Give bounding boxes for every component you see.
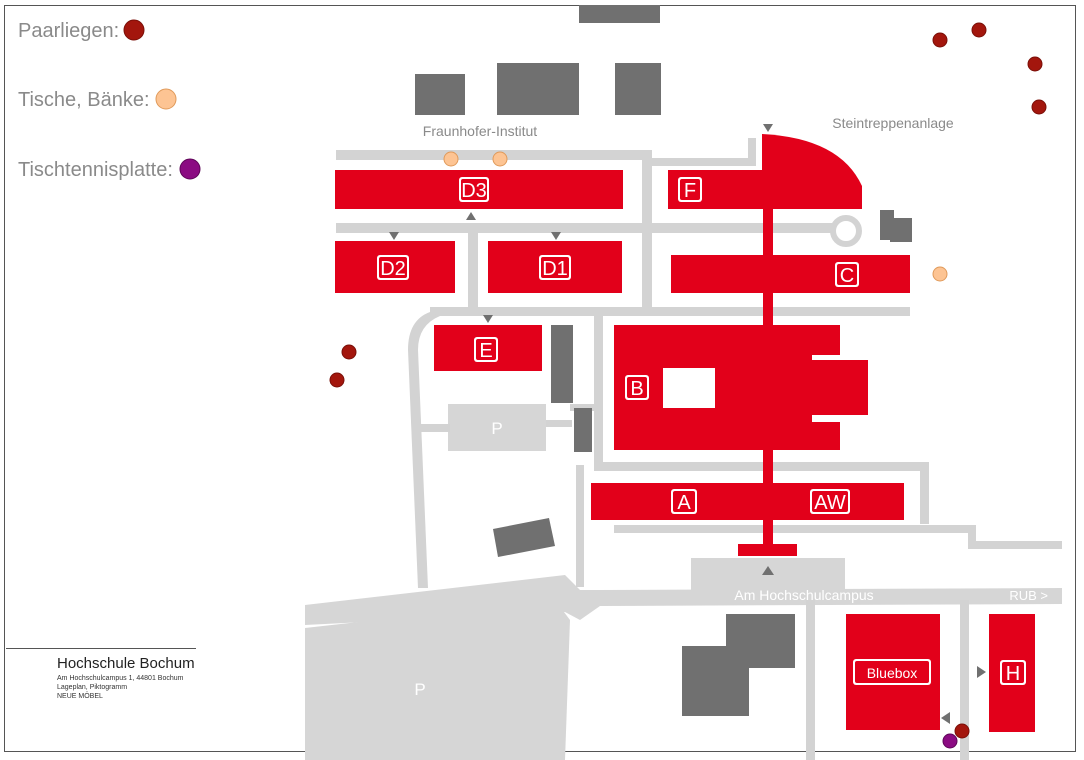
building-labels: D3 F D2 D1 C E B A AW Bluebox H (377, 177, 1026, 685)
paarliege-marker (971, 22, 987, 38)
building-label-e: E (479, 340, 492, 362)
footer-title: Hochschule Bochum (57, 655, 195, 672)
legend-label-tische: Tische, Bänke: (18, 89, 150, 111)
furniture-markers (329, 22, 1047, 749)
parking-label-large: P (414, 680, 425, 699)
parking-label-small: P (491, 419, 502, 438)
paarliege-marker (954, 723, 970, 739)
building-label-d2: D2 (380, 258, 406, 280)
tischtennis-marker-icon (179, 158, 201, 180)
paarliege-marker (341, 344, 357, 360)
building-label-f: F (684, 180, 696, 202)
parking-area-large (305, 600, 570, 760)
buildings (335, 134, 1035, 732)
paarliege-marker (932, 32, 948, 48)
paarliege-marker (329, 372, 345, 388)
footer-divider (6, 648, 196, 649)
paarliege-marker (1031, 99, 1047, 115)
building-label-a: A (677, 492, 691, 514)
legend-label-tischtennis: Tischtennisplatte: (18, 159, 173, 181)
tische-marker-icon (155, 88, 177, 110)
building-label-c: C (840, 265, 854, 287)
paarliegen-marker-icon (123, 19, 145, 41)
footer: Hochschule Bochum Am Hochschulcampus 1, … (57, 655, 195, 701)
footer-note: NEUE MÖBEL (57, 693, 103, 700)
other-structures (415, 5, 912, 716)
legend: Paarliegen: Tische, Bänke: Tischtennispl… (18, 19, 201, 181)
label-fraunhofer-institut: Fraunhofer-Institut (423, 123, 537, 139)
footer-subtitle: Lageplan, Piktogramm (57, 684, 128, 691)
footer-address: Am Hochschulcampus 1, 44801 Bochum (57, 675, 184, 682)
building-label-aw: AW (814, 492, 846, 514)
tisch-marker (492, 151, 508, 167)
building-label-bluebox: Bluebox (867, 665, 918, 681)
building-label-h: H (1006, 663, 1020, 685)
tisch-marker (932, 266, 948, 282)
legend-label-paarliegen: Paarliegen: (18, 20, 119, 42)
label-rub-direction: RUB > (1009, 588, 1048, 603)
parking-area-small (448, 404, 546, 451)
label-steintreppenanlage: Steintreppenanlage (832, 115, 954, 131)
paarliege-marker (1027, 56, 1043, 72)
building-label-d1: D1 (542, 258, 568, 280)
tisch-marker (443, 151, 459, 167)
tischtennis-marker (942, 733, 958, 749)
label-street: Am Hochschulcampus (734, 587, 873, 603)
entrance-markers (389, 124, 986, 724)
building-label-b: B (630, 378, 643, 400)
building-label-d3: D3 (461, 180, 487, 202)
